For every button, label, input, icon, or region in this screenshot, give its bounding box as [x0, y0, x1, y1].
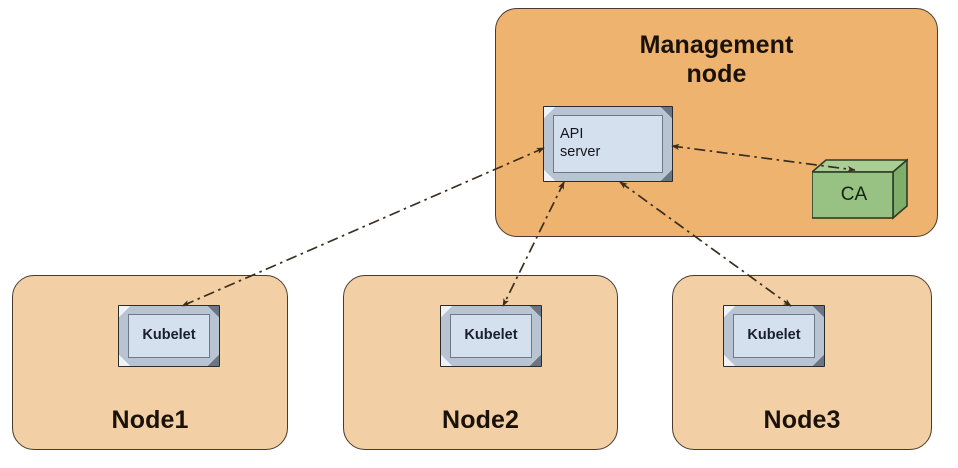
management-node-title: Management node	[639, 31, 794, 88]
kubelet-node2-face: Kubelet	[450, 314, 532, 358]
node-label-node2: Node2	[442, 406, 519, 434]
kubelet-box-node2[interactable]: Kubelet	[440, 305, 542, 367]
kubelet-box-node1[interactable]: Kubelet	[118, 305, 220, 367]
ca-box[interactable]: CA	[809, 158, 910, 220]
kubelet-label-node3: Kubelet	[747, 327, 801, 344]
kubelet-node1-face: Kubelet	[128, 314, 210, 358]
kubelet-node3-face: Kubelet	[733, 314, 815, 358]
node-label-node3: Node3	[763, 406, 841, 434]
node-label-node1: Node1	[111, 406, 189, 434]
kubelet-label-node1: Kubelet	[142, 327, 196, 344]
api-server-face: API server	[553, 115, 663, 173]
kubelet-label-node2: Kubelet	[464, 327, 518, 344]
ca-box-top	[809, 159, 910, 173]
api-server-box[interactable]: API server	[543, 106, 673, 182]
ca-box-shape	[809, 158, 910, 220]
api-server-label: API server	[560, 126, 601, 160]
kubelet-box-node3[interactable]: Kubelet	[723, 305, 825, 367]
ca-box-front	[811, 171, 894, 219]
